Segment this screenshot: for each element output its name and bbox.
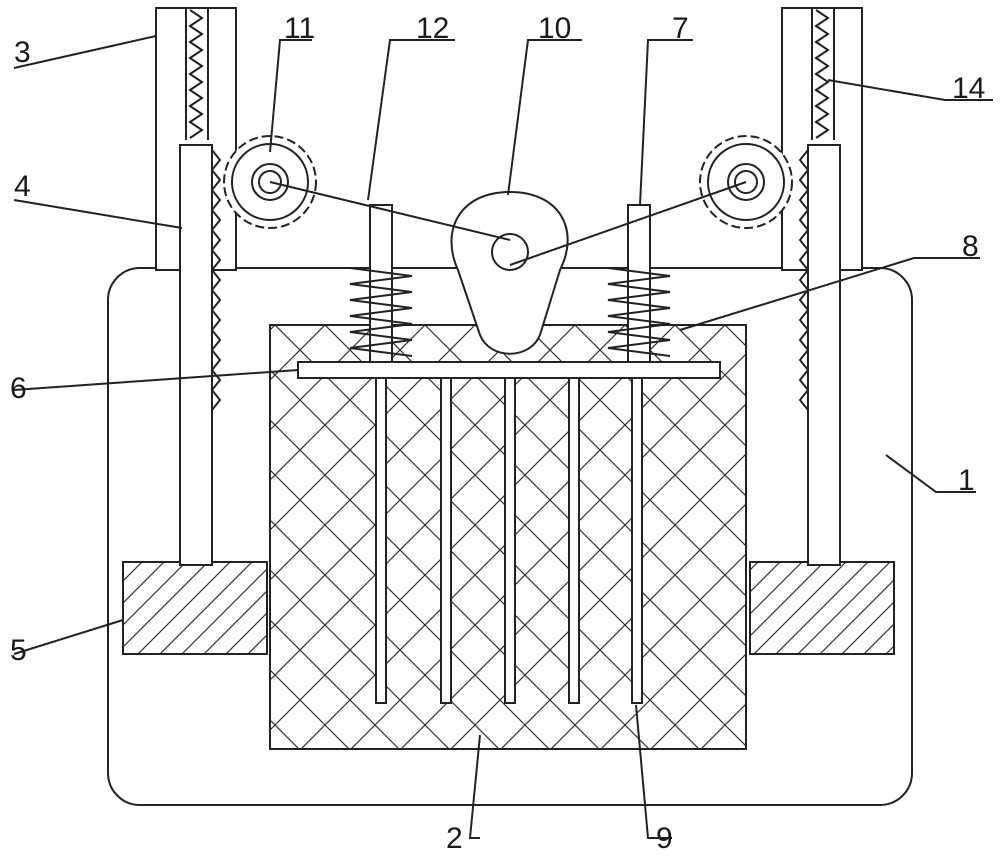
needle-1 — [375, 377, 387, 704]
left-rack-bar — [179, 144, 213, 566]
left-link — [269, 181, 511, 241]
right-weight-block — [749, 561, 895, 655]
label-14: 14 — [952, 72, 985, 105]
needle-3 — [504, 377, 516, 704]
label-10: 10 — [538, 12, 571, 45]
label-11: 11 — [284, 12, 315, 45]
label-2: 2 — [446, 822, 463, 855]
right-upper-teeth — [814, 9, 830, 139]
label-4: 4 — [14, 170, 31, 203]
right-rack-bar — [807, 144, 841, 566]
label-3: 3 — [14, 36, 31, 69]
left-guide-rod — [369, 204, 393, 366]
label-9: 9 — [656, 822, 673, 855]
left-weight-block — [122, 561, 268, 655]
label-5: 5 — [10, 634, 27, 667]
label-7: 7 — [672, 12, 689, 45]
label-8: 8 — [962, 230, 979, 263]
needle-5 — [631, 377, 643, 704]
right-link — [509, 181, 747, 266]
right-spring — [607, 267, 671, 357]
right-rack-teeth — [798, 149, 810, 411]
label-1: 1 — [958, 464, 975, 497]
left-upper-teeth — [188, 9, 204, 139]
left-spring — [349, 267, 413, 357]
right-guide-rod — [627, 204, 651, 366]
label-12: 12 — [416, 12, 449, 45]
press-plate — [297, 361, 721, 379]
left-rack-teeth — [210, 149, 222, 411]
needle-2 — [440, 377, 452, 704]
needle-4 — [568, 377, 580, 704]
label-6: 6 — [10, 372, 27, 405]
leader-lines — [13, 35, 993, 839]
